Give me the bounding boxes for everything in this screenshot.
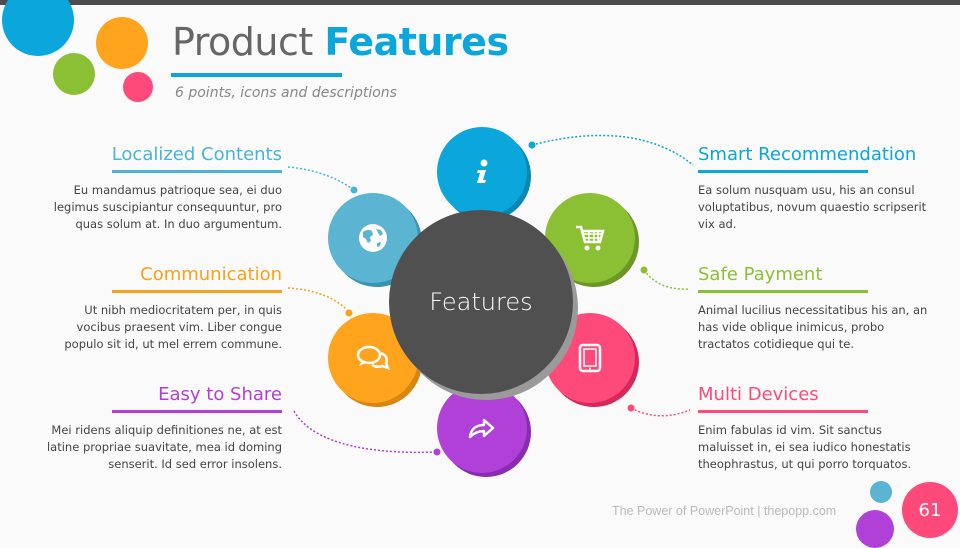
- feature-title: Easy to Share: [158, 384, 282, 405]
- feature-title: Communication: [140, 264, 282, 285]
- feature-communication: Communication Ut nibh mediocritatem per,…: [42, 264, 282, 353]
- feature-title: Safe Payment: [698, 264, 823, 285]
- feature-smart-recommendation: Smart Recommendation Ea solum nusquam us…: [698, 144, 938, 233]
- shopping-cart-icon: [576, 225, 605, 251]
- feature-underline: [112, 290, 282, 293]
- feature-title: Localized Contents: [111, 144, 282, 165]
- chat-bubbles-icon: [356, 345, 391, 371]
- connector-payment: [643, 269, 691, 290]
- feature-description: Animal lucilius necessitatibus his an, a…: [698, 303, 928, 351]
- info-bubble: [437, 127, 527, 217]
- title-underline: [171, 73, 342, 77]
- globe-icon: [359, 224, 387, 252]
- decor-circle-blue: [2, 0, 74, 56]
- connector-localized: [287, 166, 355, 191]
- feature-underline: [698, 410, 868, 413]
- decor-circle-orange: [96, 17, 148, 69]
- feature-description: Enim fabulas id vim. Sit sanctus maluiss…: [698, 423, 912, 471]
- feature-localized-contents: Localized Contents Eu mandamus patrioque…: [42, 144, 282, 233]
- title-bold: Features: [324, 20, 509, 64]
- title-light: Product: [172, 20, 313, 64]
- feature-description: Mei ridens aliquip definitiones ne, at e…: [46, 423, 282, 471]
- share-icon: [468, 418, 495, 439]
- feature-description: Eu mandamus patrioque sea, ei duo legimu…: [53, 183, 282, 231]
- connector-dot: [627, 404, 635, 412]
- connector-share: [293, 410, 438, 454]
- info-icon: [477, 159, 488, 183]
- feature-underline: [112, 170, 282, 173]
- decor-circle-pink: [123, 72, 153, 102]
- decor-circle-purple: [856, 510, 894, 548]
- connector-communication: [287, 287, 350, 313]
- page-title: Product Features: [172, 20, 509, 64]
- connector-dot: [528, 141, 536, 149]
- decor-circle-teal: [870, 481, 892, 503]
- feature-title: Multi Devices: [698, 384, 819, 405]
- subtitle: 6 points, icons and descriptions: [175, 85, 397, 101]
- feature-title: Smart Recommendation: [698, 144, 917, 165]
- center-label: Features: [429, 288, 533, 316]
- feature-description: Ut nibh mediocritatem per, in quis vocib…: [64, 303, 282, 351]
- share-bubble: [437, 383, 527, 473]
- feature-easy-to-share: Easy to Share Mei ridens aliquip definit…: [42, 384, 282, 473]
- page-number: 61: [902, 482, 958, 538]
- connector-dot: [433, 448, 441, 456]
- connector-dot: [640, 266, 648, 274]
- feature-multi-devices: Multi Devices Enim fabulas id vim. Sit s…: [698, 384, 938, 473]
- footer-text: The Power of PowerPoint | thepopp.com: [612, 504, 837, 518]
- connector-dot: [345, 309, 353, 317]
- feature-description: Ea solum nusquam usu, his an consul volu…: [698, 183, 927, 231]
- feature-underline: [112, 410, 282, 413]
- tablet-icon: [578, 343, 602, 373]
- decor-circle-green: [53, 53, 95, 95]
- feature-underline: [698, 290, 868, 293]
- top-bar: [0, 0, 960, 5]
- center-features-circle: Features: [389, 210, 573, 394]
- feature-underline: [698, 170, 868, 173]
- connector-dot: [350, 186, 358, 194]
- connector-devices: [630, 407, 691, 417]
- feature-safe-payment: Safe Payment Animal lucilius necessitati…: [698, 264, 938, 353]
- connector-smart: [531, 134, 694, 166]
